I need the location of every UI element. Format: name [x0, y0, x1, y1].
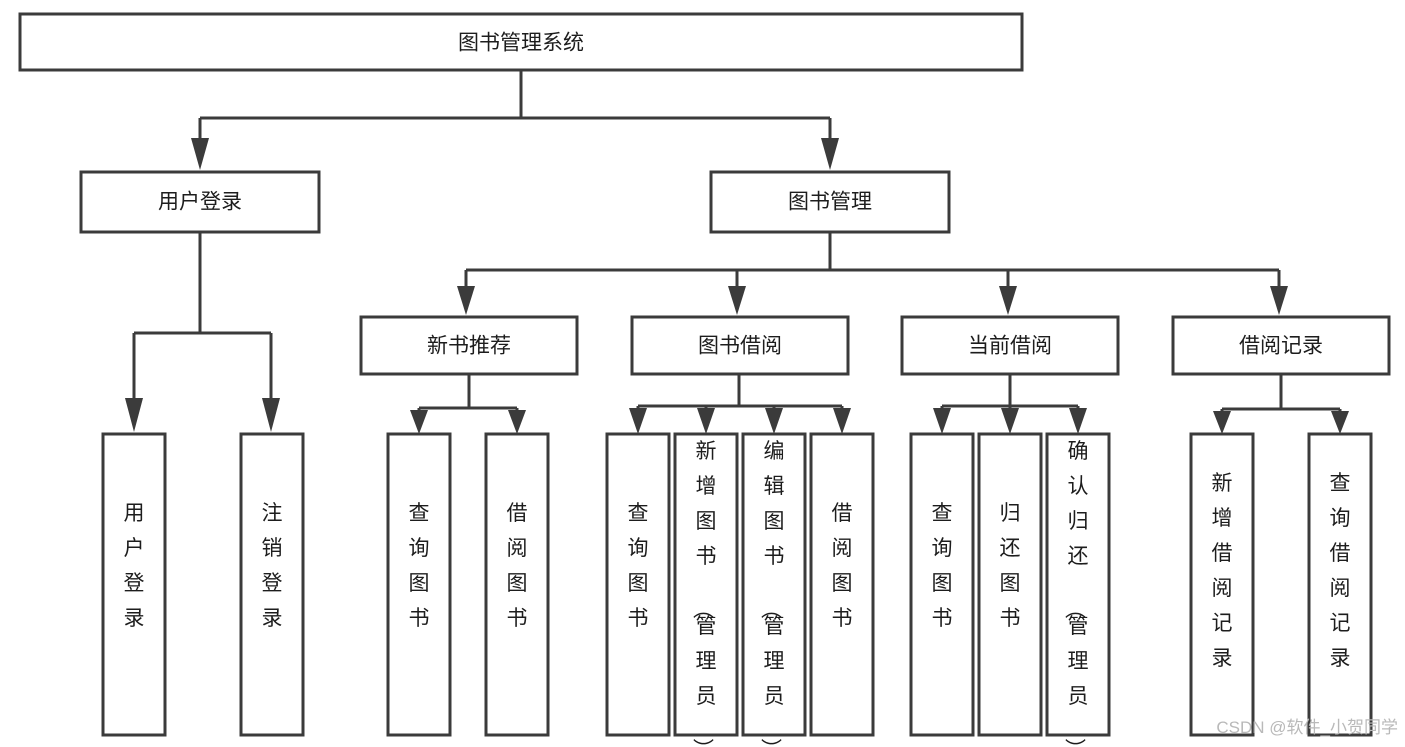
node-current-borrow-box[interactable]	[900, 315, 1120, 376]
leaf-return-book[interactable]: 归还图书	[977, 432, 1043, 737]
node-book-manage[interactable]: 图书管理	[709, 170, 951, 234]
node-root-label: 图书管理系统	[458, 32, 584, 55]
leaf-borrow-book-1[interactable]: 借阅图书	[484, 432, 550, 737]
leaf-add-record-label: 新增借阅记录	[1212, 472, 1233, 670]
arrowhead-user-login	[191, 138, 209, 170]
node-user-login-label: 用户登录	[158, 191, 242, 214]
leaf-confirm-return-box[interactable]	[1045, 432, 1111, 737]
arrowhead-leaf-query-book-1	[410, 410, 428, 434]
connector-group-book-manage	[457, 233, 1288, 315]
leaf-add-book[interactable]: 新增图书（管理员）	[673, 432, 739, 747]
leaf-return-book-label: 归还图书	[1000, 502, 1021, 630]
node-new-book-recommend-label: 新书推荐	[427, 335, 511, 358]
arrowhead-book-borrow	[728, 286, 746, 315]
node-borrow-record-box[interactable]	[1171, 315, 1391, 376]
leaf-edit-book-box[interactable]	[741, 432, 807, 737]
arrowhead-leaf-query-book-3	[933, 408, 951, 434]
node-book-borrow[interactable]: 图书借阅	[630, 315, 850, 376]
leaf-add-book-box[interactable]	[673, 432, 739, 737]
leaf-user-login-label: 用户登录	[124, 502, 145, 630]
arrowhead-leaf-borrow-book-1	[508, 410, 526, 434]
leaf-borrow-book-2-box[interactable]	[809, 432, 875, 737]
leaf-query-book-3[interactable]: 查询图书	[909, 432, 975, 737]
node-current-borrow[interactable]: 当前借阅	[900, 315, 1120, 376]
node-book-manage-box[interactable]	[709, 170, 951, 234]
leaf-query-book-1-label: 查询图书	[409, 502, 430, 630]
node-user-login[interactable]: 用户登录	[79, 170, 321, 234]
leaf-user-logout[interactable]: 注销登录	[239, 432, 305, 737]
connector-group-user-login	[125, 233, 280, 432]
node-root[interactable]: 图书管理系统	[18, 12, 1024, 72]
leaf-edit-book-label: 编辑图书（管理员）	[759, 440, 785, 747]
leaf-query-book-2-label: 查询图书	[628, 502, 649, 630]
leaf-confirm-return[interactable]: 确认归还（管理员）	[1045, 432, 1111, 747]
leaf-add-record[interactable]: 新增借阅记录	[1189, 432, 1255, 737]
leaf-edit-book[interactable]: 编辑图书（管理员）	[741, 432, 807, 747]
node-borrow-record-label: 借阅记录	[1239, 335, 1323, 358]
leaf-query-book-2-box[interactable]	[605, 432, 671, 737]
leaf-query-book-1[interactable]: 查询图书	[386, 432, 452, 737]
node-new-book-recommend[interactable]: 新书推荐	[359, 315, 579, 376]
csdn-watermark: CSDN @软件_小贺同学	[1216, 718, 1398, 737]
arrowhead-leaf-confirm-return	[1069, 408, 1087, 434]
arrowhead-leaf-user-logout	[262, 398, 280, 432]
node-root-box[interactable]	[18, 12, 1024, 72]
leaf-query-book-3-box[interactable]	[909, 432, 975, 737]
connector-group-root	[191, 70, 839, 170]
leaf-borrow-book-1-label: 借阅图书	[507, 502, 528, 630]
leaf-user-login[interactable]: 用户登录	[101, 432, 167, 737]
leaf-borrow-book-2[interactable]: 借阅图书	[809, 432, 875, 737]
arrowhead-current-borrow	[999, 286, 1017, 315]
node-book-borrow-label: 图书借阅	[698, 335, 782, 358]
arrowhead-leaf-user-login	[125, 398, 143, 432]
arrowhead-leaf-add-book	[697, 408, 715, 434]
leaf-return-book-box[interactable]	[977, 432, 1043, 737]
connector-group-book-borrow	[629, 375, 851, 434]
leaf-add-book-label: 新增图书（管理员）	[691, 440, 717, 747]
arrowhead-new-book-recommend	[457, 286, 475, 315]
leaf-query-record-label: 查询借阅记录	[1330, 472, 1351, 670]
leaf-query-book-1-box[interactable]	[386, 432, 452, 737]
connector-group-new-book-recommend	[410, 375, 526, 434]
leaf-borrow-book-2-label: 借阅图书	[832, 502, 853, 630]
leaf-user-logout-box[interactable]	[239, 432, 305, 737]
arrowhead-leaf-query-record	[1331, 411, 1349, 434]
arrowhead-borrow-record	[1270, 286, 1288, 315]
leaf-user-login-box[interactable]	[101, 432, 167, 737]
arrowhead-leaf-edit-book	[765, 408, 783, 434]
node-user-login-box[interactable]	[79, 170, 321, 234]
leaf-query-book-3-label: 查询图书	[932, 502, 953, 630]
arrowhead-leaf-add-record	[1213, 411, 1231, 434]
leaf-borrow-book-1-box[interactable]	[484, 432, 550, 737]
leaf-query-record[interactable]: 查询借阅记录	[1307, 432, 1373, 737]
node-book-borrow-box[interactable]	[630, 315, 850, 376]
node-book-manage-label: 图书管理	[788, 191, 872, 214]
connector-group-borrow-record	[1213, 375, 1349, 434]
leaf-confirm-return-label: 确认归还（管理员）	[1063, 440, 1089, 747]
node-borrow-record[interactable]: 借阅记录	[1171, 315, 1391, 376]
node-current-borrow-label: 当前借阅	[968, 335, 1052, 358]
leaf-query-record-box[interactable]	[1307, 432, 1373, 737]
arrowhead-leaf-return-book	[1001, 408, 1019, 434]
leaf-user-logout-label: 注销登录	[262, 502, 283, 630]
arrowhead-leaf-borrow-book-2	[833, 408, 851, 434]
leaf-query-book-2[interactable]: 查询图书	[605, 432, 671, 737]
leaf-add-record-box[interactable]	[1189, 432, 1255, 737]
arrowhead-book-manage	[821, 138, 839, 170]
connector-group-current-borrow	[933, 375, 1087, 434]
node-new-book-recommend-box[interactable]	[359, 315, 579, 376]
arrowhead-leaf-query-book-2	[629, 408, 647, 434]
